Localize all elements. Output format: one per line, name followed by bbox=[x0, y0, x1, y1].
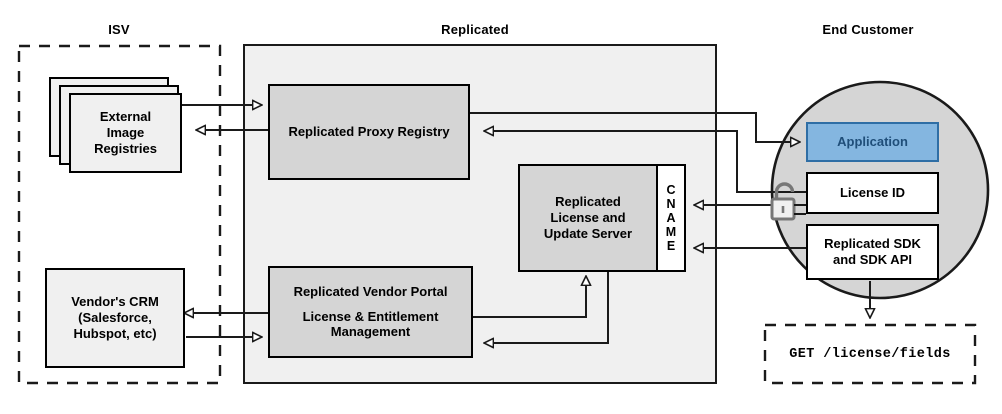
zone-label-end-customer: End Customer bbox=[822, 22, 914, 37]
vendor-portal-line-3: Management bbox=[330, 324, 411, 340]
replicated-license-update-server[interactable]: Replicated License and Update Server bbox=[518, 164, 658, 272]
cname-strip[interactable]: C N A M E bbox=[656, 164, 686, 272]
zone-isv bbox=[17, 44, 222, 385]
vendor-portal-line-1: Replicated Vendor Portal bbox=[293, 283, 448, 299]
license-server-line-1: Replicated bbox=[555, 194, 621, 210]
registries-line-2: Image bbox=[106, 125, 145, 140]
api-call-box bbox=[763, 323, 977, 385]
license-server-line-2: License and bbox=[550, 210, 626, 225]
license-id-label: License ID bbox=[839, 185, 906, 200]
registries-line-1: External bbox=[99, 109, 152, 125]
proxy-registry-label: Replicated Proxy Registry bbox=[288, 124, 450, 139]
sdk-line-1: Replicated SDK bbox=[824, 236, 921, 252]
cname-letter-4: E bbox=[666, 239, 676, 253]
crm-line-2: (Salesforce, bbox=[78, 310, 152, 325]
cname-letter-2: A bbox=[666, 211, 676, 225]
api-call-label: GET /license/fields bbox=[789, 346, 951, 362]
cname-letter-1: N bbox=[666, 197, 676, 211]
application-box[interactable]: Application bbox=[806, 122, 939, 162]
sdk-line-2: and SDK API bbox=[833, 252, 912, 267]
unlocked-padlock-icon bbox=[770, 182, 806, 221]
vendor-portal-line-2: License & Entitlement bbox=[302, 308, 439, 324]
registries-line-3: Registries bbox=[94, 140, 157, 156]
zone-label-isv: ISV bbox=[108, 22, 130, 37]
replicated-proxy-registry[interactable]: Replicated Proxy Registry bbox=[268, 84, 470, 180]
crm-line-3: Hubspot, etc) bbox=[73, 325, 157, 341]
replicated-vendor-portal[interactable]: Replicated Vendor Portal License & Entit… bbox=[268, 266, 473, 358]
cname-letter-0: C bbox=[666, 183, 676, 197]
conn-licenseserver-to-vendorportal bbox=[484, 272, 609, 343]
application-label: Application bbox=[837, 134, 908, 149]
cname-letter-3: M bbox=[665, 225, 677, 239]
license-server-line-3: Update Server bbox=[543, 225, 633, 241]
crm-line-1: Vendor's CRM bbox=[71, 294, 159, 310]
license-id-box[interactable]: License ID bbox=[806, 172, 939, 214]
conn-proxy-to-application bbox=[470, 112, 800, 142]
external-image-registries[interactable]: External Image Registries bbox=[69, 93, 182, 173]
zone-label-replicated: Replicated bbox=[441, 22, 509, 37]
api-call-text-wrap: GET /license/fields bbox=[765, 325, 975, 383]
replicated-sdk-box[interactable]: Replicated SDK and SDK API bbox=[806, 224, 939, 280]
conn-vendorportal-to-licenseserver bbox=[473, 276, 586, 318]
vendors-crm[interactable]: Vendor's CRM (Salesforce, Hubspot, etc) bbox=[45, 268, 185, 368]
conn-application-to-proxy bbox=[484, 131, 810, 193]
